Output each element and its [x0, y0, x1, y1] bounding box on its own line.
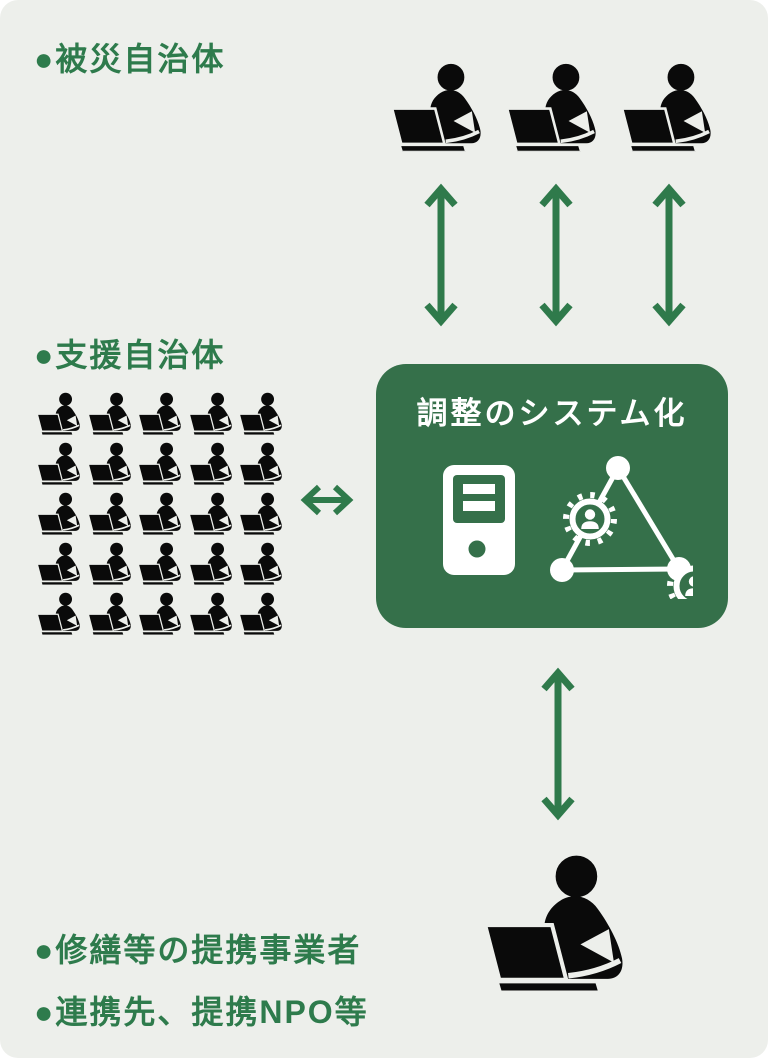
person-laptop-icon	[33, 391, 80, 435]
double-arrow-vertical-icon	[424, 183, 458, 327]
person-laptop-icon	[185, 541, 232, 585]
person-laptop-icon	[134, 391, 181, 435]
person-laptop-icon	[33, 541, 80, 585]
person-laptop-icon	[134, 441, 181, 485]
double-arrow-vertical-icon	[652, 183, 686, 327]
person-laptop-icon	[84, 441, 131, 485]
person-laptop-icon	[84, 591, 131, 635]
person-laptop-icon	[185, 591, 232, 635]
person-laptop-icon	[498, 60, 596, 152]
person-laptop-icon	[84, 491, 131, 535]
network-gears-icon	[550, 456, 693, 599]
person-laptop-icon	[235, 441, 282, 485]
person-laptop-icon	[235, 491, 282, 535]
person-laptop-icon	[235, 391, 282, 435]
person-laptop-icon	[134, 541, 181, 585]
label-support-municipality: ●支援自治体	[34, 337, 226, 373]
server-icon	[443, 465, 515, 575]
label-affected-municipality: ●被災自治体	[34, 41, 226, 77]
person-laptop-icon	[185, 491, 232, 535]
affected-users-group	[383, 60, 711, 152]
double-arrow-horizontal-icon	[300, 484, 354, 516]
person-laptop-icon	[33, 441, 80, 485]
system-box: 調整のシステム化	[376, 364, 728, 628]
support-users-grid	[33, 391, 286, 641]
person-laptop-icon	[467, 850, 627, 992]
person-laptop-icon	[185, 441, 232, 485]
double-arrow-vertical-icon	[541, 667, 575, 821]
person-laptop-icon	[185, 391, 232, 435]
person-laptop-icon	[33, 491, 80, 535]
double-arrow-vertical-icon	[539, 183, 573, 327]
system-box-title: 調整のシステム化	[416, 396, 688, 431]
label-repair-partners: ●修繕等の提携事業者	[34, 932, 362, 968]
person-laptop-icon	[383, 60, 481, 152]
person-laptop-icon	[235, 591, 282, 635]
partner-user-group	[467, 850, 627, 997]
person-laptop-icon	[84, 541, 131, 585]
person-laptop-icon	[33, 591, 80, 635]
person-laptop-icon	[134, 491, 181, 535]
person-laptop-icon	[134, 591, 181, 635]
person-laptop-icon	[84, 391, 131, 435]
label-npo-partners: ●連携先、提携NPO等	[34, 994, 369, 1030]
person-laptop-icon	[613, 60, 711, 152]
person-laptop-icon	[235, 541, 282, 585]
